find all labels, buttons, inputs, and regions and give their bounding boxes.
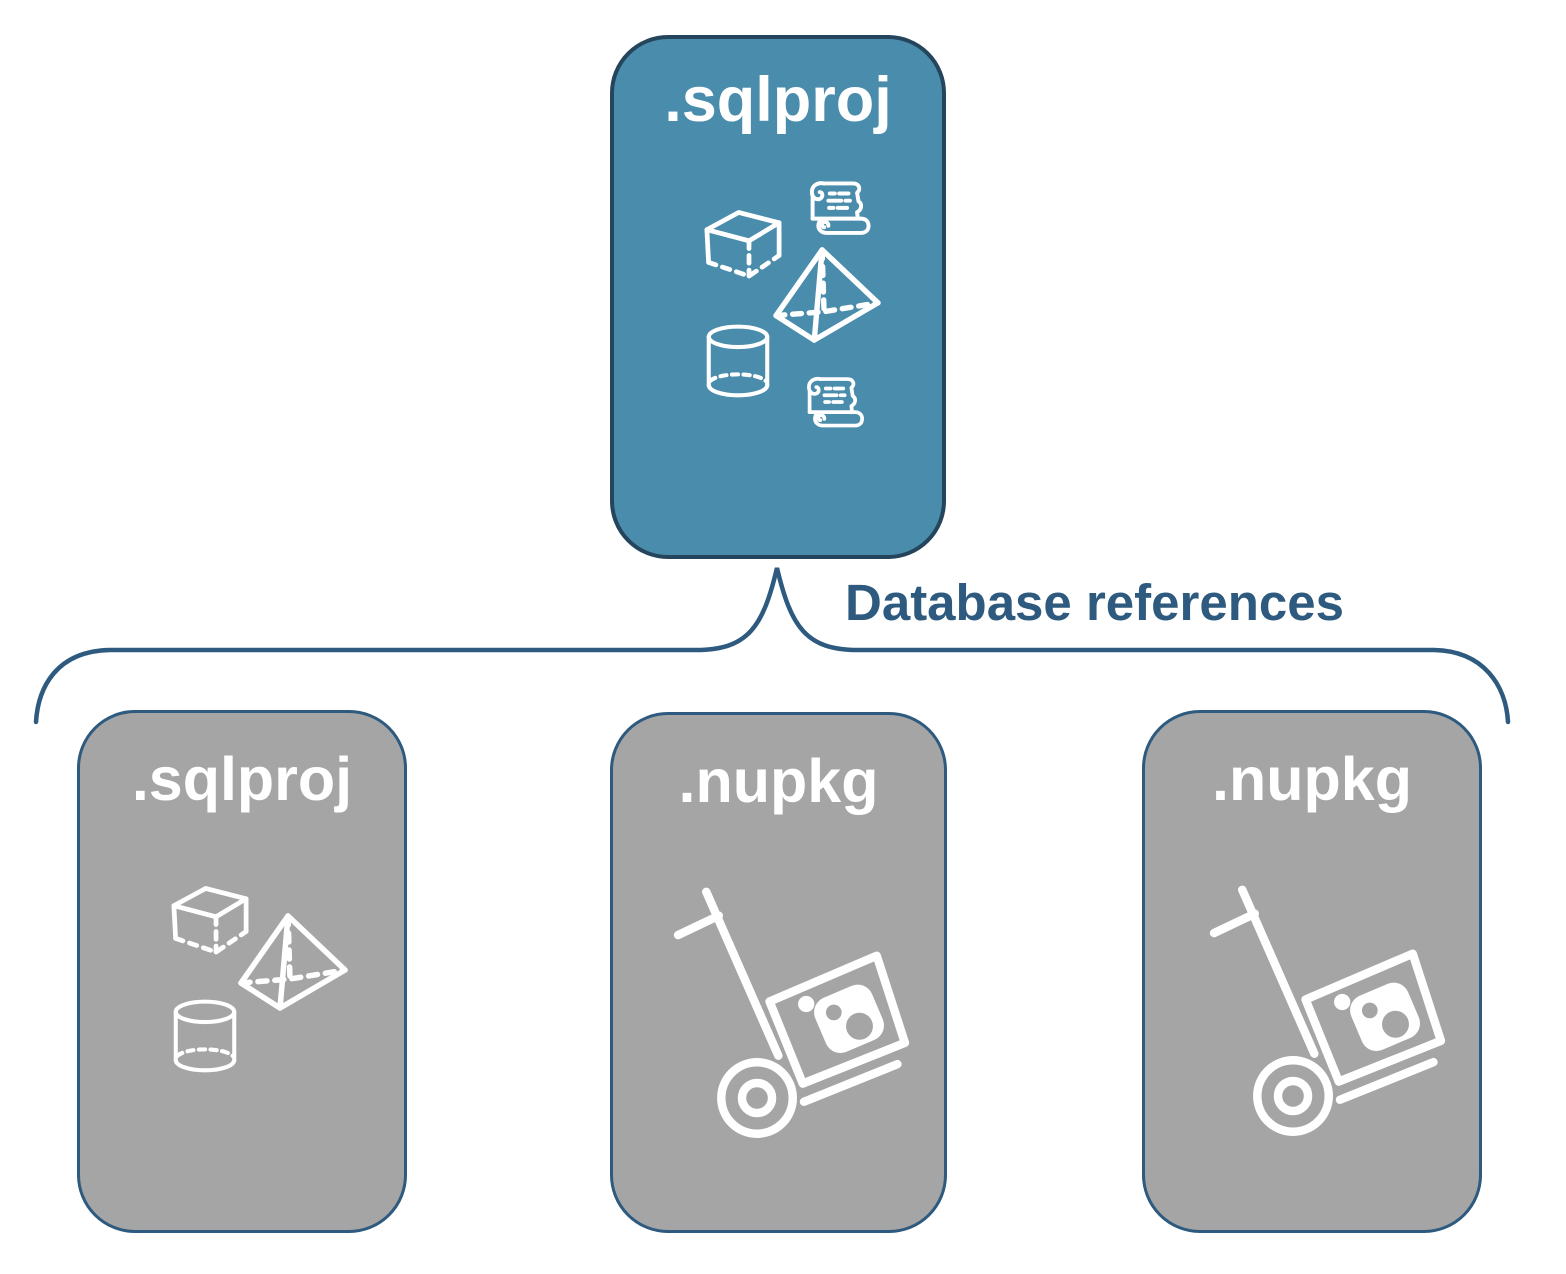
root-box-title: .sqlproj bbox=[664, 65, 892, 135]
handtruck-package-icon bbox=[1189, 861, 1471, 1143]
cylinder-icon bbox=[704, 319, 772, 405]
handtruck-package-icon bbox=[653, 863, 935, 1145]
child-sqlproj-box: .sqlproj bbox=[77, 710, 407, 1233]
pyramid-icon bbox=[772, 247, 882, 345]
child-nupkg-box-2: .nupkg bbox=[1142, 710, 1482, 1233]
child-box-title: .nupkg bbox=[678, 747, 879, 815]
connector-label: Database references bbox=[845, 574, 1344, 631]
scroll-icon bbox=[797, 373, 868, 435]
child-box-title: .nupkg bbox=[1212, 745, 1412, 813]
scroll-icon bbox=[799, 177, 875, 243]
cylinder-icon bbox=[171, 994, 239, 1080]
child-nupkg-box-1: .nupkg bbox=[610, 712, 947, 1233]
pyramid-icon bbox=[238, 913, 348, 1013]
child-box-title: .sqlproj bbox=[131, 745, 353, 813]
root-sqlproj-box: .sqlproj bbox=[610, 35, 946, 559]
